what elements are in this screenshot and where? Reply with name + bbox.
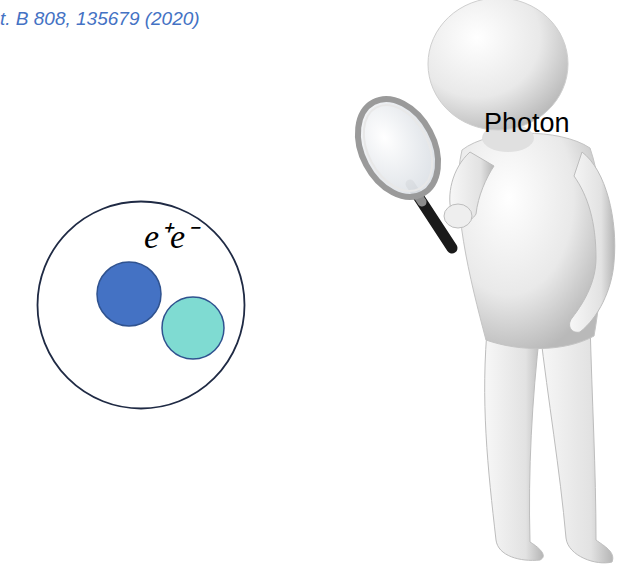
particle-ball <box>97 262 161 326</box>
figure-leg <box>485 320 544 560</box>
citation-note: t. B 808, 135679 (2020) <box>0 8 200 30</box>
probe-label: Photon <box>484 108 570 139</box>
particle-pair-label: e⁺e⁻ <box>144 218 196 255</box>
figure-leg <box>540 322 613 563</box>
magnifier-lens <box>342 85 454 211</box>
magnifier-rim <box>350 93 446 202</box>
particle-circle: e⁺e⁻ <box>36 200 246 410</box>
particle-ball <box>162 297 224 359</box>
figure-hand <box>444 204 472 228</box>
circle-border <box>38 202 245 409</box>
circle-outline <box>36 200 246 410</box>
figure-arm <box>570 152 615 332</box>
